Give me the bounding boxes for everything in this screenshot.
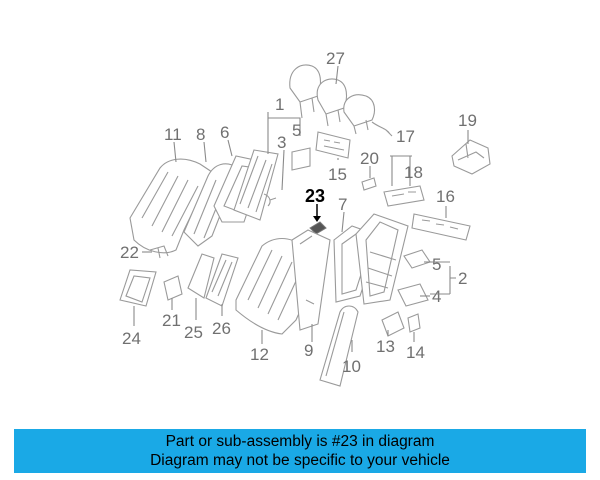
- banner-line-2: Diagram may not be specific to your vehi…: [150, 452, 450, 469]
- leader-6: [227, 139, 233, 157]
- part-24: [119, 269, 157, 307]
- banner-line-1: Part or sub-assembly is #23 in diagram: [165, 433, 435, 450]
- part-23: [309, 221, 327, 235]
- callout-1: 1: [275, 95, 284, 114]
- callout-2: 2: [458, 269, 467, 288]
- part-26: [205, 253, 239, 307]
- arrow-23: [313, 216, 321, 222]
- part-4: [397, 283, 429, 307]
- trim-10: [319, 305, 359, 387]
- callout-5-upper: 5: [292, 121, 301, 140]
- part-18: [383, 185, 425, 207]
- callout-6: 6: [220, 123, 229, 142]
- part-20: [361, 177, 377, 191]
- frame-right: [355, 213, 409, 305]
- part-25: [187, 253, 215, 299]
- leader-2: [430, 261, 456, 295]
- parts-diagram: 27 19 11 8 6 1 3 5 15: [119, 49, 491, 387]
- frame-1: [233, 149, 279, 221]
- leader-8: [203, 141, 207, 163]
- info-banner: Part or sub-assembly is #23 in diagram D…: [14, 429, 586, 473]
- callout-12: 12: [250, 345, 269, 364]
- callout-4: 4: [432, 287, 441, 306]
- callout-20: 20: [360, 149, 379, 168]
- part-13: [381, 311, 405, 337]
- callout-27: 27: [326, 49, 345, 68]
- callout-15: 15: [328, 165, 347, 184]
- part-5-upper: [291, 147, 311, 171]
- callout-3: 3: [277, 133, 286, 152]
- callout-8: 8: [196, 125, 205, 144]
- callout-18: 18: [404, 163, 423, 182]
- leader-17: [390, 155, 412, 186]
- part-5-lower: [403, 249, 431, 269]
- part-9: [291, 229, 331, 331]
- part-19: [451, 139, 491, 175]
- callout-22: 22: [120, 243, 139, 262]
- part-15: [315, 131, 351, 159]
- part-14: [407, 313, 421, 333]
- leader-1: [267, 112, 301, 154]
- callout-10: 10: [342, 357, 361, 376]
- callout-5-lower: 5: [432, 255, 441, 274]
- leader-3: [281, 149, 285, 191]
- leader-27: [335, 65, 339, 85]
- part-21: [163, 275, 183, 301]
- callout-21: 21: [162, 311, 181, 330]
- part-16: [411, 213, 471, 241]
- callout-23: 23: [305, 186, 325, 206]
- callout-26: 26: [212, 319, 231, 338]
- callout-17: 17: [396, 127, 415, 146]
- leader-11: [173, 141, 177, 163]
- callout-11: 11: [164, 125, 182, 144]
- callout-16: 16: [436, 187, 455, 206]
- headrest-27: [289, 64, 393, 137]
- leader-7: [341, 211, 345, 233]
- callout-13: 13: [376, 337, 395, 356]
- callout-25: 25: [184, 323, 203, 342]
- part-22: [149, 245, 169, 259]
- callout-19: 19: [458, 111, 477, 130]
- callout-24: 24: [122, 329, 141, 348]
- callout-14: 14: [406, 343, 425, 362]
- callout-9: 9: [304, 341, 313, 360]
- callout-7: 7: [338, 195, 347, 214]
